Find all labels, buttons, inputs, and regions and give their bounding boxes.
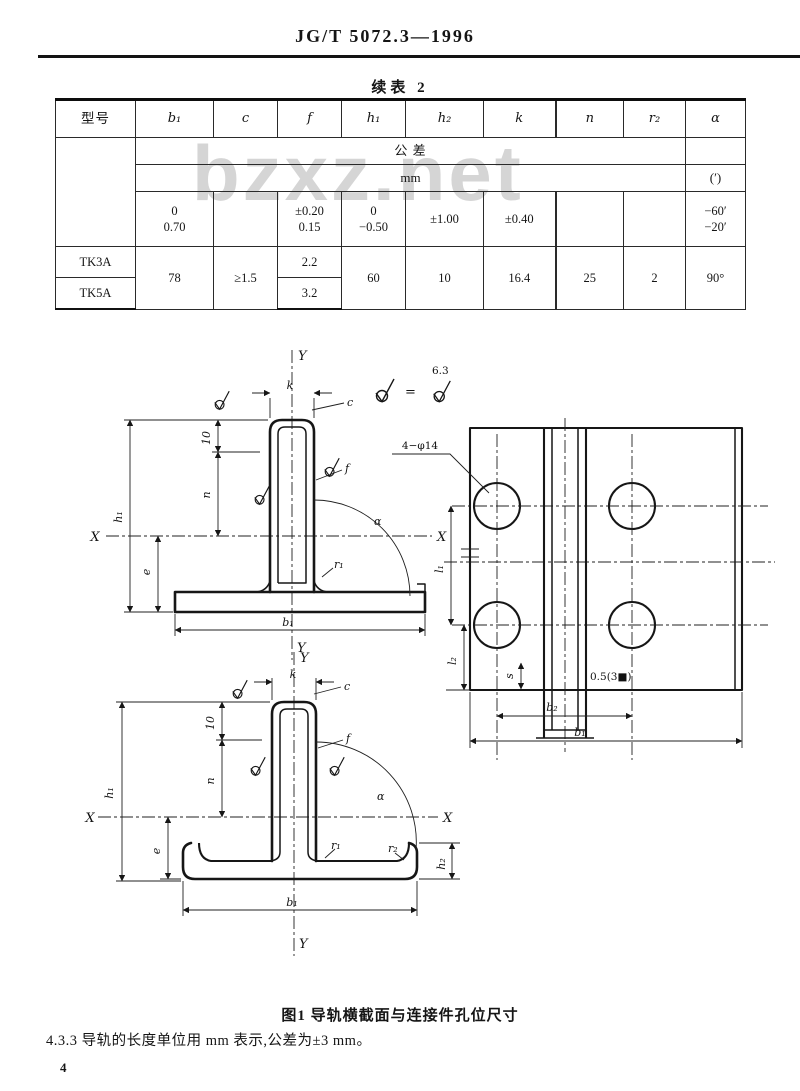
alpha-empty-cell — [685, 137, 746, 165]
cross-section-bottom: Y Y X X k c 10 n — [84, 651, 460, 956]
dim-l2: l₂ — [446, 657, 459, 665]
dim-k-1: k — [287, 379, 294, 392]
section-4-3-3-text: 4.3.3 导轨的长度单位用 mm 表示,公差为±3 mm。 — [46, 1033, 372, 1049]
col-r2: r₂ — [623, 98, 686, 138]
tol-f: ±0.20 0.15 — [277, 191, 342, 247]
dim-e-2: e — [150, 847, 163, 854]
dim-k-2: k — [290, 668, 297, 681]
dim-c-2: c — [344, 680, 350, 693]
axis-x-left-1: X — [89, 530, 100, 545]
axis-x-right-2: X — [442, 811, 453, 826]
axis-x-left-2: X — [84, 811, 95, 826]
header-rule — [38, 55, 800, 58]
dim-alpha-1: α — [374, 515, 382, 528]
row-tk5a: TK5A 3.2 — [55, 277, 746, 310]
tol-r2 — [623, 191, 686, 247]
dim-r1-2: r₁ — [331, 839, 341, 852]
tol-h2: ±1.00 — [405, 191, 484, 247]
val-alpha: 90° — [685, 246, 746, 310]
dim-l1: l₁ — [433, 565, 446, 573]
tol-c — [213, 191, 278, 247]
spec-table: 型号 b₁ c f h₁ h₂ k n r₂ α 公 差 — [55, 98, 746, 310]
dim-r2-2: r₂ — [388, 842, 398, 855]
figure-caption: 图1 导轨横截面与连接件孔位尺寸 — [281, 1008, 519, 1024]
dim-r1-1: r₁ — [334, 558, 344, 571]
axis-y-top-2: Y — [300, 651, 310, 666]
col-c: c — [213, 98, 278, 138]
roughness-note: = 6.3 — [375, 365, 451, 403]
plate-drawing: 4−φ14 l₁ l₂ s 0.5(3■) b₂ b₁ — [392, 418, 775, 760]
dim-n-1: n — [200, 491, 213, 498]
spec-table-wrap: 型号 b₁ c f h₁ h₂ k n r₂ α 公 差 — [55, 98, 746, 310]
tolerance-header-row: 公 差 — [55, 137, 746, 247]
holes-label: 4−φ14 — [402, 440, 439, 452]
dim-b1-2: b₁ — [286, 896, 297, 909]
val-k: 16.4 — [483, 246, 556, 310]
dim-b1-1: b₁ — [282, 616, 293, 629]
page-number: 4 — [60, 1060, 67, 1075]
axis-y-bottom-1: Y — [297, 641, 307, 656]
tol-h1: 0 −0.50 — [341, 191, 406, 247]
dim-f-1: f — [344, 462, 351, 475]
tolerance-values-row: 0 0.70 ±0.20 0.15 0 −0.50 ±1.00 ±0.40 −6… — [56, 191, 746, 247]
axis-y-top-1: Y — [298, 349, 308, 364]
dim-alpha-2: α — [377, 790, 385, 803]
val-n: 25 — [554, 246, 624, 310]
equals-sign: = — [405, 385, 416, 400]
table-header-row: 型号 b₁ c f h₁ h₂ k n r₂ α — [55, 98, 746, 138]
model-tk5a: TK5A — [55, 277, 136, 310]
note-05: 0.5(3■) — [590, 671, 632, 683]
axis-x-right-1: X — [436, 530, 447, 545]
model-empty-cell — [55, 137, 136, 247]
alpha-unit-cell: (′) — [685, 164, 746, 192]
dim-c-1: c — [347, 396, 353, 409]
val-f-tk5a: 3.2 — [277, 277, 342, 310]
dim-10-1: 10 — [200, 431, 213, 445]
dim-10-2: 10 — [204, 716, 217, 730]
val-c: ≥1.5 — [213, 246, 278, 310]
col-model: 型号 — [55, 98, 136, 138]
col-h2: h₂ — [405, 98, 484, 138]
dim-f-2: f — [345, 732, 352, 745]
tol-alpha: −60′ −20′ — [685, 191, 746, 247]
col-n: n — [554, 98, 624, 138]
tol-k: ±0.40 — [483, 191, 556, 247]
roughness-value: 6.3 — [432, 365, 449, 377]
dim-h2-2: h₂ — [435, 858, 448, 870]
axis-y-bottom-2: Y — [299, 937, 309, 952]
standard-number: JG/T 5072.3—1996 — [295, 26, 475, 46]
dim-b1-plate: b₁ — [574, 726, 585, 739]
tol-b1: 0 0.70 — [135, 191, 214, 247]
dim-e-1: e — [140, 568, 153, 575]
row-tk3a: TK3A 78 ≥1.5 2.2 60 10 16.4 25 2 90° — [55, 246, 746, 310]
cross-section-top: Y Y X X k c 10 n — [89, 349, 447, 660]
model-tk3a: TK3A — [55, 246, 136, 278]
dim-h1-2: h₁ — [103, 787, 116, 799]
dim-s: s — [503, 673, 516, 679]
col-f: f — [277, 98, 342, 138]
val-f-tk3a: 2.2 — [277, 246, 342, 278]
col-alpha: α — [685, 98, 746, 138]
dim-h1-1: h₁ — [112, 511, 125, 523]
unit-row: mm (′) — [56, 164, 746, 192]
table-title: 续表 2 — [371, 80, 429, 96]
val-h2: 10 — [405, 246, 484, 310]
dim-b2: b₂ — [546, 701, 557, 714]
unit-cell: mm — [135, 164, 686, 192]
dim-n-2: n — [204, 777, 217, 784]
